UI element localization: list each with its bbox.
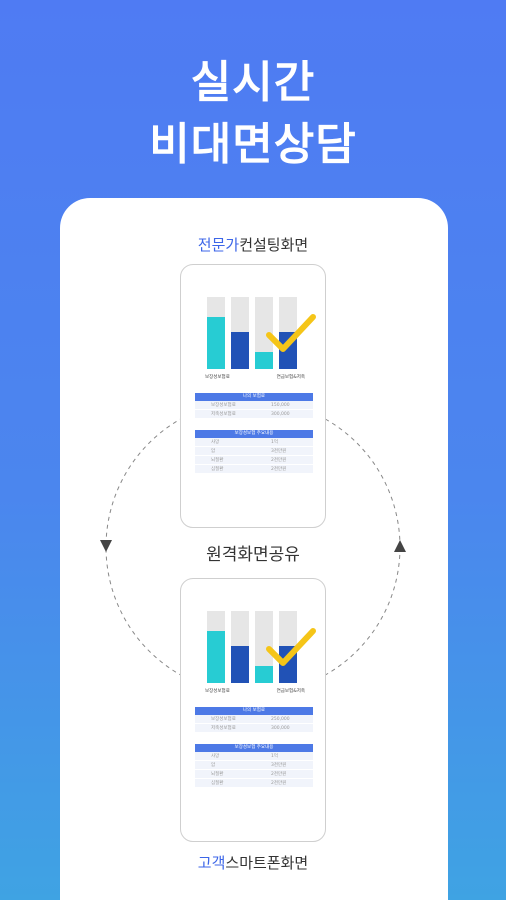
chart-bar-track	[207, 297, 225, 369]
caption-customer-rest: 스마트폰화면	[225, 854, 309, 872]
table-header: 나의 보험료	[195, 393, 313, 401]
table-cell: 저축성보험료	[211, 726, 236, 731]
chart-label: 보장성보험료	[205, 689, 230, 694]
table-cell: 2천만원	[271, 458, 287, 463]
chart-bar-track	[255, 297, 273, 369]
bar-chart	[207, 611, 305, 683]
table-row: 암 3천만원	[195, 761, 313, 770]
table-header: 보장성보험 주요내용	[195, 430, 313, 438]
table-row: 뇌질환 2천만원	[195, 770, 313, 779]
chart-labels: 보장성보험료 연금보험&저축	[205, 374, 305, 380]
table-cell: 보장성보험료	[211, 717, 236, 722]
arrow-down-left-icon	[100, 540, 112, 552]
chart-bar-track	[255, 611, 273, 683]
arrow-up-right-icon	[394, 540, 406, 552]
table-row: 사망 1억	[195, 752, 313, 761]
checkmark-icon	[266, 628, 316, 666]
chart-bar	[255, 352, 273, 369]
table-cell: 3천만원	[271, 763, 287, 768]
caption-expert-highlight: 전문가	[197, 236, 240, 254]
premium-table: 나의 보험료 보장성보험료 150,000 저축성보험료 300,000	[195, 393, 313, 419]
table-row: 보장성보험료 250,000	[195, 715, 313, 724]
table-cell: 250,000	[271, 717, 290, 722]
table-cell: 3천만원	[271, 449, 287, 454]
phone-expert: 보장성보험료 연금보험&저축 나의 보험료 보장성보험료 150,000 저축성보…	[180, 264, 326, 528]
table-row: 심질환 2천만원	[195, 779, 313, 788]
table-row: 뇌질환 2천만원	[195, 456, 313, 465]
table-cell: 300,000	[271, 412, 290, 417]
caption-remote-share: 원격화면공유	[0, 540, 506, 565]
table-cell: 저축성보험료	[211, 412, 236, 417]
headline-line1: 실시간	[190, 57, 316, 108]
table-cell: 뇌질환	[211, 458, 224, 463]
chart-bar	[231, 332, 249, 369]
bar-chart	[207, 297, 305, 369]
chart-bar	[231, 646, 249, 683]
table-cell: 1억	[271, 754, 279, 759]
table-cell: 심질환	[211, 467, 224, 472]
table-cell: 150,000	[271, 403, 290, 408]
table-row: 저축성보험료 300,000	[195, 410, 313, 419]
table-row: 암 3천만원	[195, 447, 313, 456]
table-header: 나의 보험료	[195, 707, 313, 715]
chart-bar-track	[231, 297, 249, 369]
table-cell: 심질환	[211, 781, 224, 786]
caption-customer-highlight: 고객	[197, 854, 226, 872]
chart-labels: 보장성보험료 연금보험&저축	[205, 688, 305, 694]
chart-bar-track	[231, 611, 249, 683]
checkmark-icon	[266, 314, 316, 352]
table-cell: 보장성보험료	[211, 403, 236, 408]
coverage-table: 보장성보험 주요내용 사망 1억 암 3천만원 뇌질환 2천만원 심질환 2천만원	[195, 430, 313, 474]
table-cell: 300,000	[271, 726, 290, 731]
chart-label: 보장성보험료	[205, 375, 230, 380]
table-cell: 뇌질환	[211, 772, 224, 777]
table-cell: 2천만원	[271, 772, 287, 777]
chart-bar	[207, 631, 225, 683]
chart-bar	[255, 666, 273, 683]
chart-bar-track	[207, 611, 225, 683]
coverage-table: 보장성보험 주요내용 사망 1억 암 3천만원 뇌질환 2천만원 심질환 2천만원	[195, 744, 313, 788]
chart-label: 연금보험&저축	[276, 689, 305, 694]
table-header: 보장성보험 주요내용	[195, 744, 313, 752]
phone-customer: 보장성보험료 연금보험&저축 나의 보험료 보장성보험료 250,000 저축성보…	[180, 578, 326, 842]
chart-bar	[207, 317, 225, 369]
table-cell: 사망	[211, 754, 220, 759]
headline-line2: 비대면상담	[149, 119, 357, 170]
table-cell: 2천만원	[271, 467, 287, 472]
table-cell: 1억	[271, 440, 279, 445]
premium-table: 나의 보험료 보장성보험료 250,000 저축성보험료 300,000	[195, 707, 313, 733]
table-cell: 암	[211, 763, 216, 768]
caption-customer-screen: 고객스마트폰화면	[0, 852, 506, 873]
table-row: 심질환 2천만원	[195, 465, 313, 474]
table-cell: 2천만원	[271, 781, 287, 786]
table-row: 보장성보험료 150,000	[195, 401, 313, 410]
caption-expert-screen: 전문가컨설팅화면	[0, 234, 506, 255]
chart-label: 연금보험&저축	[276, 375, 305, 380]
headline: 실시간 비대면상담	[0, 52, 506, 176]
caption-expert-rest: 컨설팅화면	[239, 236, 309, 254]
table-row: 사망 1억	[195, 438, 313, 447]
table-cell: 암	[211, 449, 216, 454]
table-row: 저축성보험료 300,000	[195, 724, 313, 733]
caption-remote-share-text: 원격화면공유	[200, 545, 306, 565]
table-cell: 사망	[211, 440, 220, 445]
